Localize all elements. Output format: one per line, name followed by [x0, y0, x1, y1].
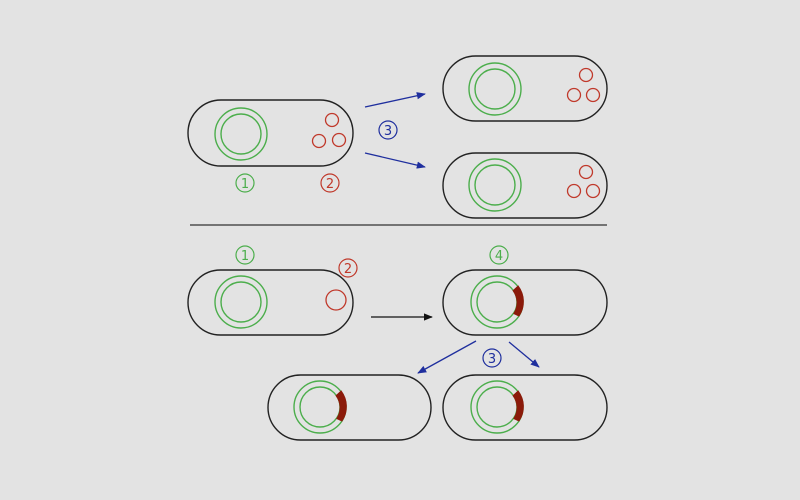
chromosome [468, 62, 522, 116]
arrow-to-top-daughter-2 [364, 152, 426, 169]
chromosome [470, 275, 524, 329]
bottom-daughter-cell-1 [267, 374, 432, 441]
cell-outline [442, 55, 608, 122]
chromosome [293, 380, 347, 434]
plasmid [325, 289, 347, 311]
label-chromosome-bottom: 1 [235, 245, 255, 265]
label-plasmid-bottom: 2 [338, 258, 358, 278]
cell-outline [187, 269, 354, 336]
plasmid [566, 87, 582, 103]
chromosome [468, 158, 522, 212]
label-text: 2 [326, 177, 334, 192]
integrated-segment [512, 390, 524, 422]
cell-outline [442, 374, 608, 441]
chromosome [214, 107, 268, 161]
plasmid [566, 183, 582, 199]
plasmid [331, 132, 347, 148]
plasmid [578, 164, 594, 180]
label-episome: 4 [489, 245, 509, 265]
label-plasmid-top: 2 [320, 173, 340, 193]
chromosome [214, 275, 268, 329]
label-text: 1 [241, 249, 249, 264]
label-cell-division-bottom: 3 [482, 348, 502, 368]
plasmid [585, 87, 601, 103]
chromosome [470, 380, 524, 434]
label-text: 1 [241, 177, 249, 192]
cell-outline [442, 152, 608, 219]
cell-outline [187, 99, 354, 167]
label-text: 2 [344, 262, 352, 277]
arrow-to-top-daughter-1 [364, 92, 426, 108]
cell-outline [442, 269, 608, 336]
top-daughter-cell-1 [442, 55, 608, 122]
bottom-daughter-cell-2 [442, 374, 608, 441]
label-text: 3 [488, 352, 496, 367]
top-parent-cell [187, 99, 354, 167]
bottom-integrated-cell [442, 269, 608, 336]
label-cell-division-top: 3 [378, 120, 398, 140]
integrated-segment [512, 285, 524, 317]
plasmid [585, 183, 601, 199]
plasmid [578, 67, 594, 83]
plasmid [324, 112, 340, 128]
bottom-parent-cell [187, 269, 354, 336]
cell-outline [267, 374, 432, 441]
label-text: 3 [384, 124, 392, 139]
integrated-segment [335, 390, 347, 422]
arrow-to-bottom-daughter-2 [508, 341, 540, 368]
label-text: 4 [495, 249, 503, 264]
top-daughter-cell-2 [442, 152, 608, 219]
arrow-to-bottom-daughter-1 [417, 340, 477, 374]
plasmid [311, 133, 327, 149]
label-chromosome-top: 1 [235, 173, 255, 193]
